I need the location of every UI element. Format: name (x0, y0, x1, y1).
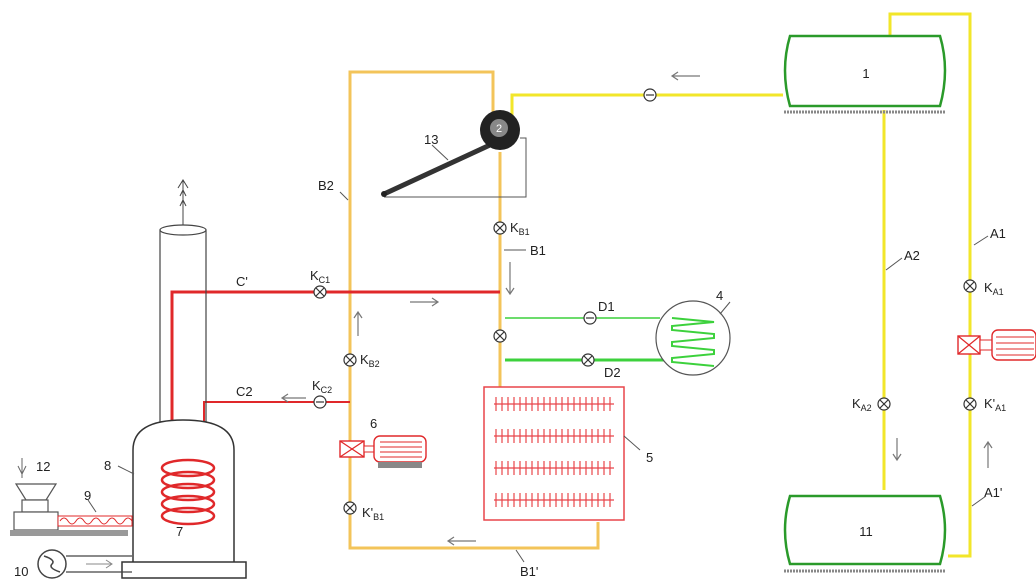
label-d1: D1 (598, 299, 615, 314)
flow-arrow-up-b2 (353, 310, 363, 336)
pump-6: 6 (339, 416, 427, 468)
valve-b1-mid[interactable] (493, 329, 507, 343)
valve-tank1-line[interactable] (643, 88, 657, 102)
hopper-12-label: 12 (36, 459, 50, 474)
valve-k-prime-a1[interactable] (963, 397, 977, 411)
valve-kc1-label: KC1 (310, 268, 330, 285)
valve-kc1[interactable] (313, 285, 327, 299)
label-b1-prime: B1' (520, 564, 538, 579)
heat-coil-4: 4 (655, 288, 731, 376)
pipe-tank1-to-pump (510, 93, 783, 118)
label-a1: A1 (990, 226, 1006, 241)
pipe-a1 (888, 12, 972, 558)
valve-kc2[interactable] (313, 395, 327, 409)
valve-kb2-label: KB2 (360, 352, 380, 369)
arm-13-label: 13 (424, 132, 438, 147)
collector-arm (381, 142, 492, 197)
radiator-5: 5 (483, 386, 653, 521)
pump-frame (384, 137, 527, 198)
flow-arrow-a1-prime (983, 440, 993, 468)
coil-7-label: 7 (176, 524, 183, 539)
tank-11-label: 11 (859, 524, 873, 539)
valve-kb2[interactable] (343, 353, 357, 367)
valve-kb1-label: KB1 (510, 220, 530, 237)
valve-d1[interactable] (583, 311, 597, 325)
tank-11: 11 (783, 494, 947, 573)
pump-6-label: 6 (370, 416, 377, 431)
radiator-5-label: 5 (646, 450, 653, 465)
label-b1: B1 (530, 243, 546, 258)
label-c1: C' (236, 274, 248, 289)
tank-1: 1 (783, 34, 947, 114)
stove-8: 7 8 (104, 179, 247, 579)
valve-ka1-label: KA1 (984, 280, 1004, 297)
hopper-12: 12 (10, 458, 128, 536)
valve-d2[interactable] (581, 353, 595, 367)
feed-9: 9 (57, 488, 133, 527)
valve-kb1[interactable] (493, 221, 507, 235)
valve-k-prime-b1-label: K'B1 (362, 505, 384, 522)
flow-arrow-bottom (446, 536, 476, 546)
flow-arrow-b1 (505, 262, 515, 296)
stove-8-label: 8 (104, 458, 111, 473)
fan-10: 10 (14, 549, 132, 579)
valve-ka1[interactable] (963, 279, 977, 293)
valve-ka2-label: KA2 (852, 396, 872, 413)
label-a1-prime: A1' (984, 485, 1002, 500)
feed-9-label: 9 (84, 488, 91, 503)
tank-1-label: 1 (862, 66, 869, 81)
pump-2: 2 (480, 110, 520, 150)
pump-2-label: 2 (496, 123, 502, 135)
flow-arrow-a2 (892, 438, 902, 462)
label-b2: B2 (318, 178, 334, 193)
pump-a1 (957, 329, 1036, 361)
flow-arrow-right (410, 297, 440, 307)
label-c2: C2 (236, 384, 253, 399)
flow-arrow-tank1 (670, 71, 700, 81)
pipe-b2 (348, 70, 600, 550)
valve-k-prime-a1-label: K'A1 (984, 396, 1006, 413)
valve-ka2[interactable] (877, 397, 891, 411)
valve-k-prime-b1[interactable] (343, 501, 357, 515)
pipe-c1 (170, 290, 500, 450)
coil-4-label: 4 (716, 288, 723, 303)
fan-10-label: 10 (14, 564, 28, 579)
valve-kc2-label: KC2 (312, 378, 332, 395)
label-d2: D2 (604, 365, 621, 380)
label-a2: A2 (904, 248, 920, 263)
flow-arrow-c2 (280, 393, 306, 403)
